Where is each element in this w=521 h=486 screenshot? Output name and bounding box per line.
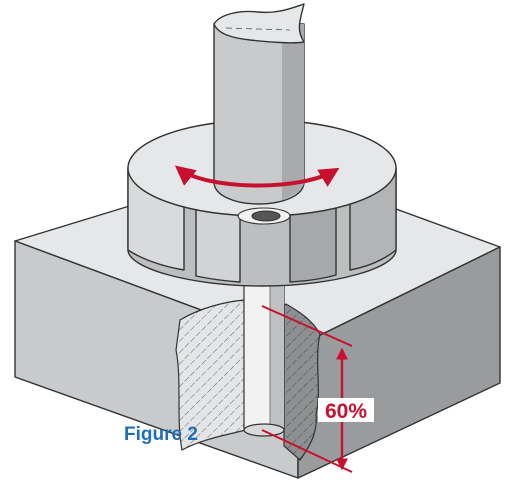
- rotation-arrow-icon: [174, 165, 340, 188]
- section-cutaway: [175, 299, 321, 461]
- socket-opening: [237, 207, 291, 225]
- cut-hatch-left: [175, 299, 247, 451]
- dimension-label: 60%: [325, 400, 367, 423]
- extension-line-top: [261, 305, 353, 347]
- shaft-top-cut: [213, 3, 305, 44]
- figure-label: Figure 2: [124, 424, 198, 445]
- drive-shaft: [213, 3, 305, 205]
- ring-lug-center: [195, 199, 241, 283]
- ring-lug-right-inner: [289, 199, 337, 283]
- dimension-indicator: 60%: [261, 305, 374, 473]
